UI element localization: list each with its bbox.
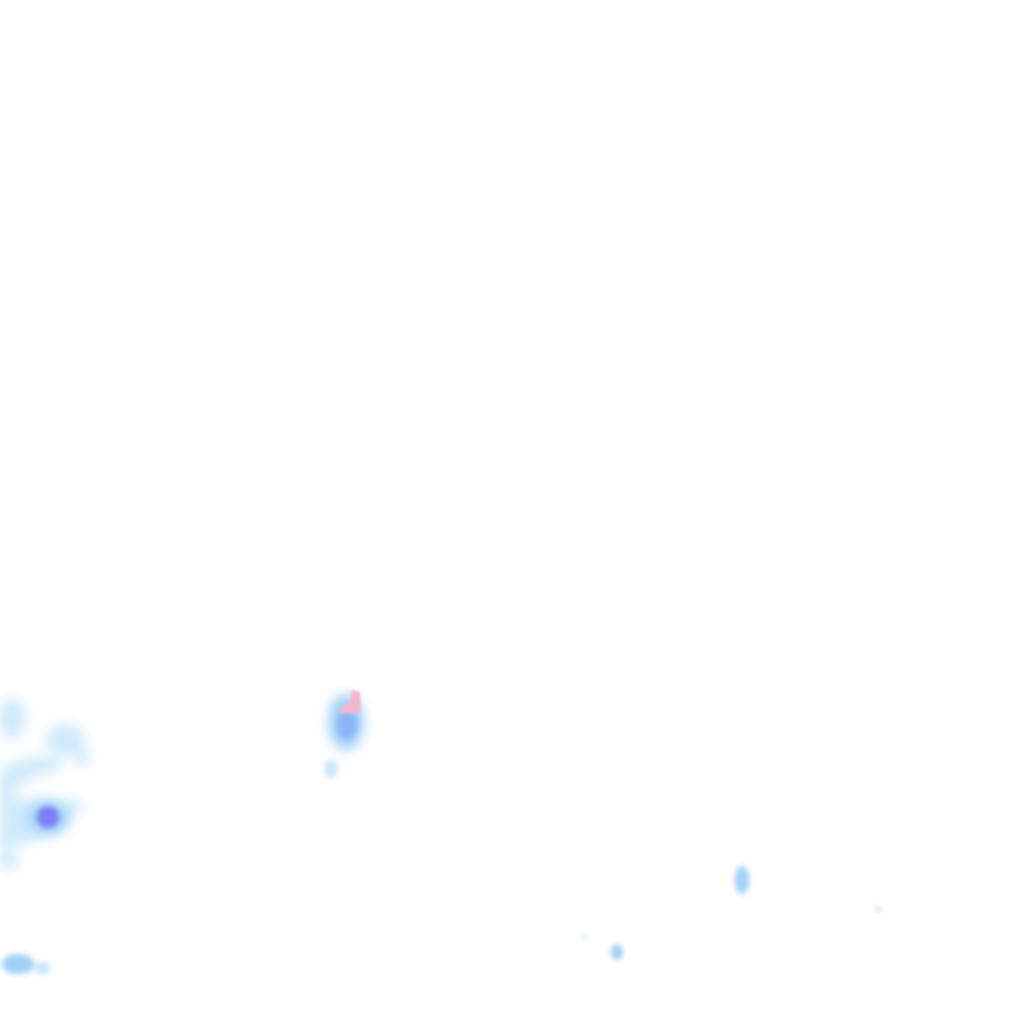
southeast-cell (735, 866, 880, 912)
southwest-speckles (2, 954, 50, 974)
central-mixed (337, 690, 361, 713)
west-cluster (0, 698, 90, 870)
west-core (28, 803, 68, 833)
south-speckles (583, 935, 623, 960)
